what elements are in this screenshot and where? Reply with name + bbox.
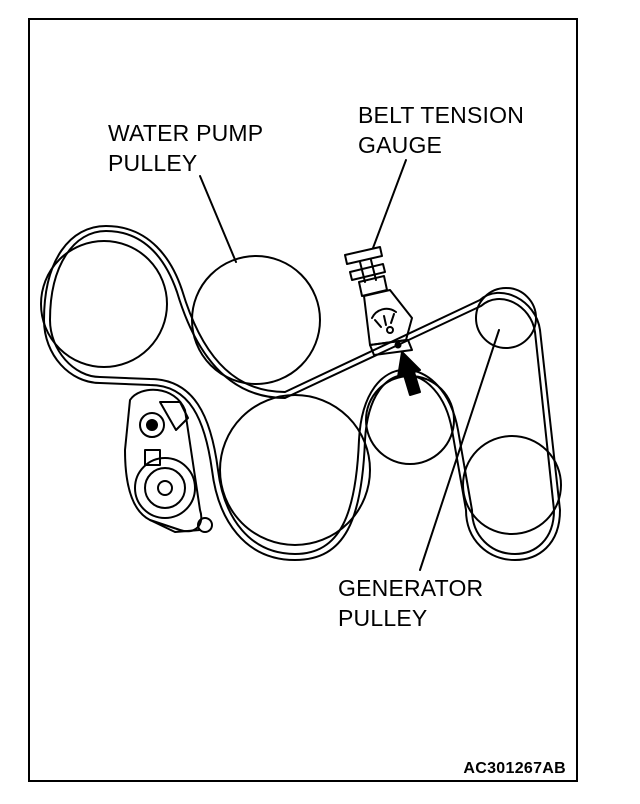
gauge-leader-line [372, 159, 407, 249]
generator-label: GENERATOR PULLEY [338, 573, 483, 633]
measurement-arrow [397, 351, 421, 396]
belt-tension-gauge [344, 246, 413, 356]
auto-tensioner [124, 388, 213, 533]
water-pump-label-line1: WATER PUMP [108, 120, 264, 146]
generator-label-line1: GENERATOR [338, 575, 484, 601]
water-pump-label: WATER PUMP PULLEY [108, 118, 263, 178]
gauge-label-line2: GAUGE [358, 132, 443, 158]
air-conditioning-pulley [462, 435, 562, 535]
tensioner-pulley [219, 394, 371, 546]
drive-belt-inner [49, 230, 555, 555]
gauge-label-line1: BELT TENSION [358, 102, 525, 128]
water-pump-pulley [191, 255, 321, 385]
gauge-label: BELT TENSION GAUGE [358, 100, 524, 160]
idler-pulley [475, 287, 537, 349]
crankshaft-pulley [40, 240, 168, 368]
water-pump-label-line2: PULLEY [108, 150, 198, 176]
generator-label-line2: PULLEY [338, 605, 428, 631]
generator-leader-line [419, 329, 500, 571]
water-pump-leader-line [199, 175, 237, 263]
figure-frame [28, 18, 578, 782]
figure-code: AC301267AB [463, 760, 566, 777]
